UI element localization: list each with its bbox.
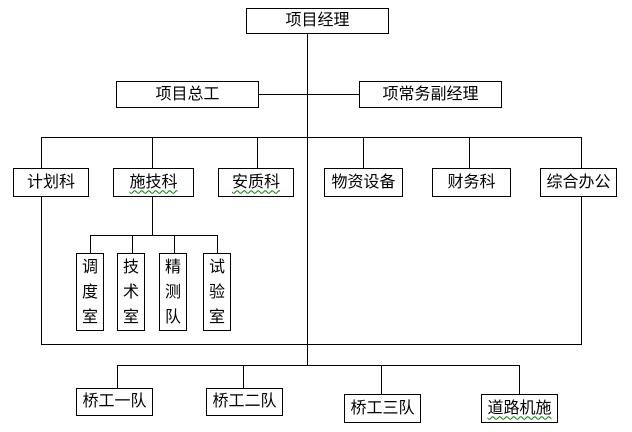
connector-drop xyxy=(41,137,42,168)
connector-drop xyxy=(519,365,520,395)
node-label: 桥工一队 xyxy=(82,393,147,410)
node-finance-dept: 财务科 xyxy=(432,168,511,197)
node-chief-engineer: 项目总工 xyxy=(116,81,259,108)
connector-drop xyxy=(257,137,258,168)
connector-bottom-bus xyxy=(117,365,520,366)
connector-drop xyxy=(132,235,133,254)
connector-drop xyxy=(217,235,218,254)
connector-cross-line xyxy=(41,344,582,345)
connector-drop xyxy=(581,137,582,168)
node-dispatch-room: 调度室 xyxy=(76,253,104,331)
node-label: 财务科 xyxy=(447,173,496,191)
node-label: 安质科 xyxy=(231,173,280,191)
node-test-room: 试验室 xyxy=(203,253,231,331)
node-planning-dept: 计划科 xyxy=(13,168,89,197)
node-bridge-team-3: 桥工三队 xyxy=(344,394,421,423)
connector-right-riser xyxy=(581,196,582,345)
node-technical-room: 技术室 xyxy=(117,253,145,331)
node-label: 调度室 xyxy=(81,258,98,326)
connector-subtree-stem xyxy=(152,196,153,236)
connector-drop xyxy=(243,365,244,389)
node-construction-tech: 施技科 xyxy=(113,168,194,197)
node-general-office: 综合办公 xyxy=(540,168,617,197)
node-label: 项常务副经理 xyxy=(382,85,479,103)
connector-drop xyxy=(90,235,91,254)
connector-drop xyxy=(174,235,175,254)
connector-level3-bus xyxy=(41,137,582,138)
connector-subtree-bus xyxy=(90,235,218,236)
connector-drop xyxy=(363,137,364,168)
node-bridge-team-2: 桥工二队 xyxy=(206,388,283,416)
connector-drop xyxy=(152,137,153,168)
connector-drop xyxy=(117,365,118,389)
node-label: 项目总工 xyxy=(155,85,220,103)
connector-left-riser xyxy=(41,196,42,345)
node-label: 道路机施 xyxy=(487,399,552,417)
node-project-manager: 项目经理 xyxy=(246,8,389,34)
node-bridge-team-1: 桥工一队 xyxy=(76,388,153,416)
node-materials-equipment: 物资设备 xyxy=(324,168,403,197)
node-label: 综合办公 xyxy=(546,173,611,191)
node-label: 项目经理 xyxy=(285,12,350,29)
connector-trunk xyxy=(307,33,308,365)
connector-level2 xyxy=(258,94,359,95)
node-road-machinery: 道路机施 xyxy=(481,394,558,423)
node-survey-team: 精测队 xyxy=(159,253,187,331)
node-label: 物资设备 xyxy=(331,173,396,191)
node-label: 技术室 xyxy=(122,258,139,326)
connector-drop xyxy=(469,137,470,168)
node-label: 施技科 xyxy=(129,173,178,191)
node-label: 计划科 xyxy=(26,173,75,191)
node-label: 精测队 xyxy=(164,258,181,326)
node-safety-quality: 安质科 xyxy=(218,168,294,197)
node-deputy-manager: 项常务副经理 xyxy=(359,81,502,108)
node-label: 试验室 xyxy=(208,258,225,326)
connector-drop xyxy=(381,365,382,395)
node-label: 桥工三队 xyxy=(350,399,415,417)
node-label: 桥工二队 xyxy=(212,393,277,410)
